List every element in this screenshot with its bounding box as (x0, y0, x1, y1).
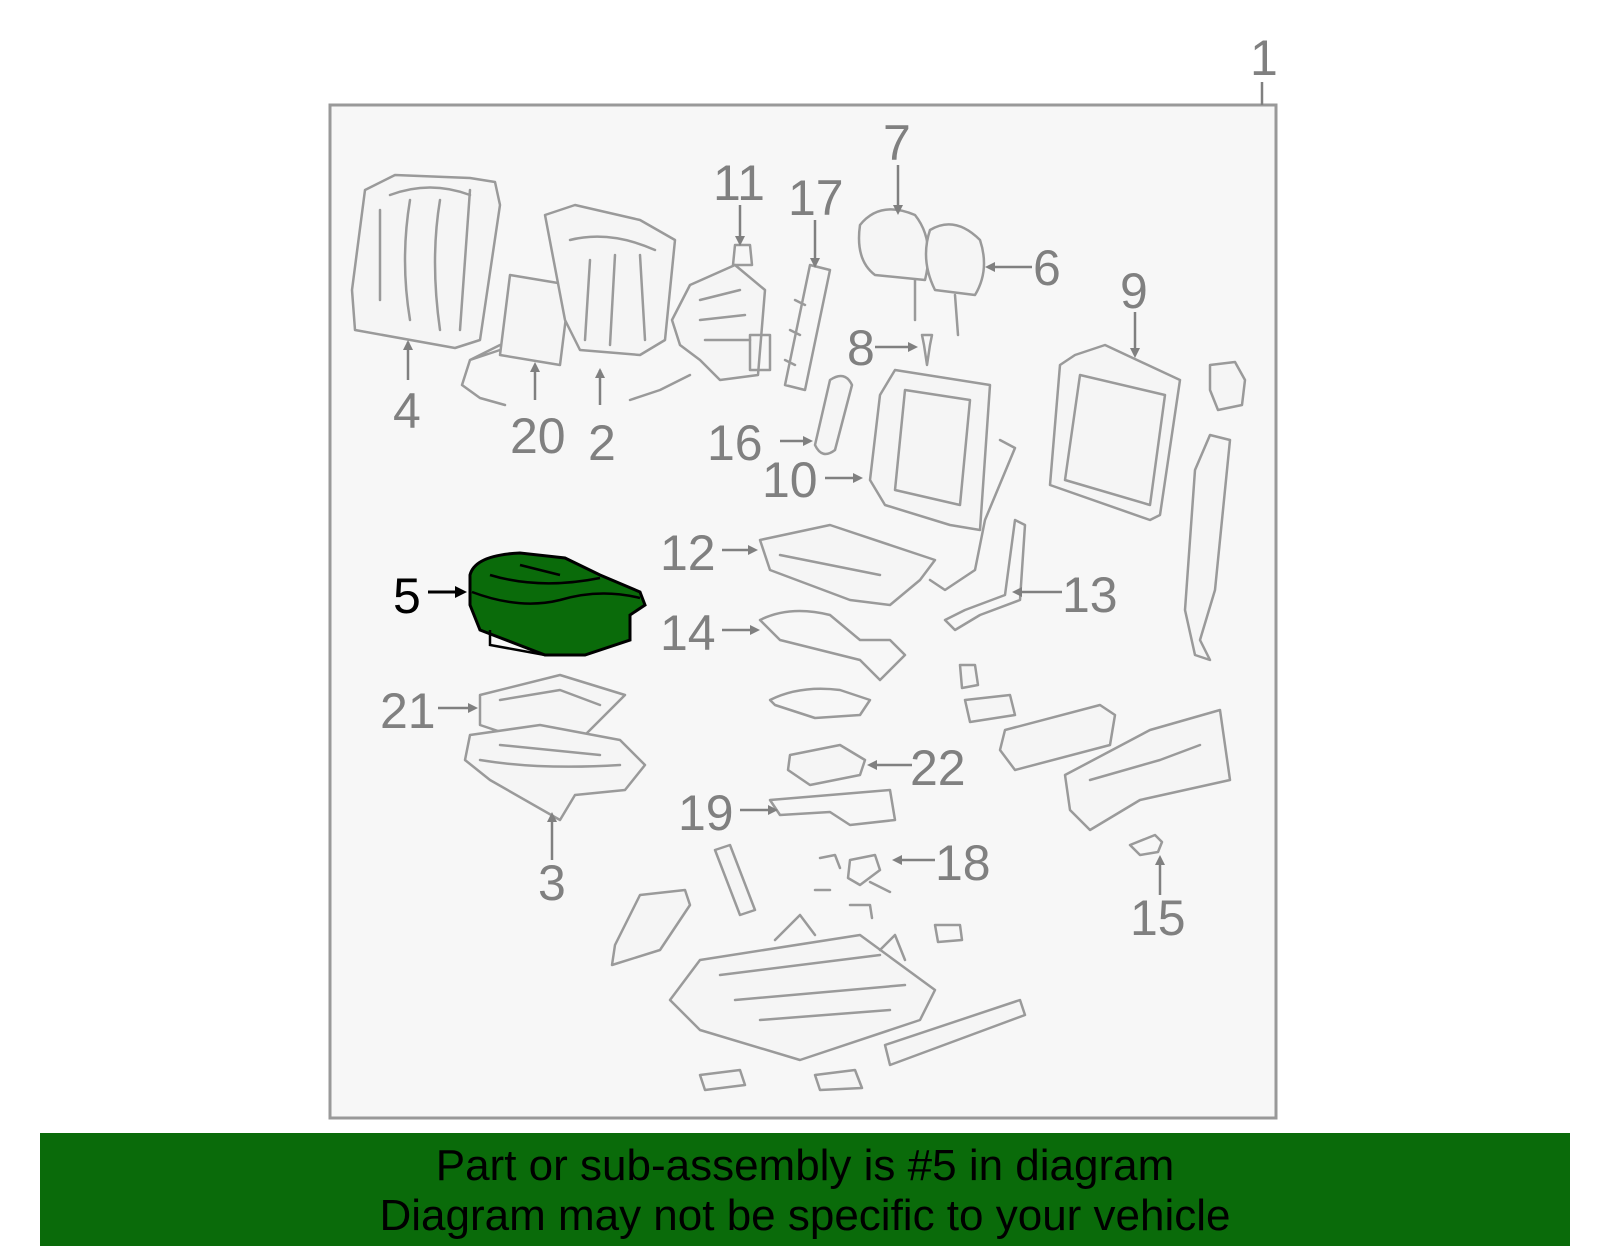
info-banner: Part or sub-assembly is #5 in diagram Di… (40, 1133, 1570, 1246)
part-11-bracket (628, 243, 772, 402)
callout-13: 13 (1062, 567, 1118, 623)
part-switch-a (958, 663, 980, 690)
callout-8: 8 (847, 320, 875, 376)
callout-21: 21 (380, 683, 436, 739)
part-side-shield (1063, 708, 1232, 832)
part-19-plate (768, 788, 897, 827)
part-18-bolts (818, 853, 892, 894)
part-seat-track-base (610, 843, 1027, 1092)
callout-1: 1 (1250, 30, 1278, 86)
callout-15: 15 (1130, 890, 1186, 946)
banner-disclaimer-text: Diagram may not be specific to your vehi… (379, 1191, 1231, 1240)
callout-17: 17 (788, 170, 844, 226)
part-20-wire (460, 343, 507, 407)
callout-19: 19 (678, 785, 734, 841)
part-switch-b (963, 693, 1017, 724)
banner-part-text: Part or sub-assembly is #5 in diagram (435, 1141, 1175, 1190)
part-control-panel (998, 703, 1117, 772)
callout-3: 3 (538, 855, 566, 911)
part-20-pad (498, 273, 572, 367)
part-5-cushion-highlighted (468, 551, 647, 657)
part-6-headrest (924, 223, 986, 337)
part-16-trim (813, 374, 854, 456)
callout-4: 4 (393, 383, 421, 439)
callout-14: 14 (660, 605, 716, 661)
part-12-cushion-frame (758, 523, 937, 607)
callout-18: 18 (935, 835, 991, 891)
part-13-bracket (943, 518, 1027, 632)
callout-16: 16 (707, 415, 763, 471)
callout-11: 11 (713, 155, 765, 211)
part-3-cushion-cover (463, 723, 647, 822)
part-14-harness (758, 609, 907, 682)
part-4-seatback-cover (350, 173, 502, 350)
callout-5: 5 (393, 568, 421, 624)
part-15-clip (1128, 833, 1164, 857)
part-cap (1208, 360, 1247, 412)
leader-lines (403, 165, 1165, 895)
callout-10: 10 (762, 452, 818, 508)
part-22-module (786, 743, 867, 787)
callout-22: 22 (910, 740, 966, 796)
part-harness-2 (768, 687, 872, 720)
callout-20: 20 (510, 408, 566, 464)
callout-6: 6 (1033, 240, 1061, 296)
part-13-wire (928, 438, 1017, 592)
callout-7: 7 (883, 115, 911, 171)
callout-12: 12 (660, 525, 716, 581)
part-10-frame (868, 368, 992, 532)
part-side-trim (1183, 433, 1232, 662)
part-9-panel (1048, 343, 1182, 522)
part-8-bolt (920, 333, 934, 367)
part-2-seatback-panel (543, 203, 677, 357)
callout-2: 2 (588, 415, 616, 471)
callout-9: 9 (1120, 263, 1148, 319)
part-17-strip (783, 263, 832, 392)
